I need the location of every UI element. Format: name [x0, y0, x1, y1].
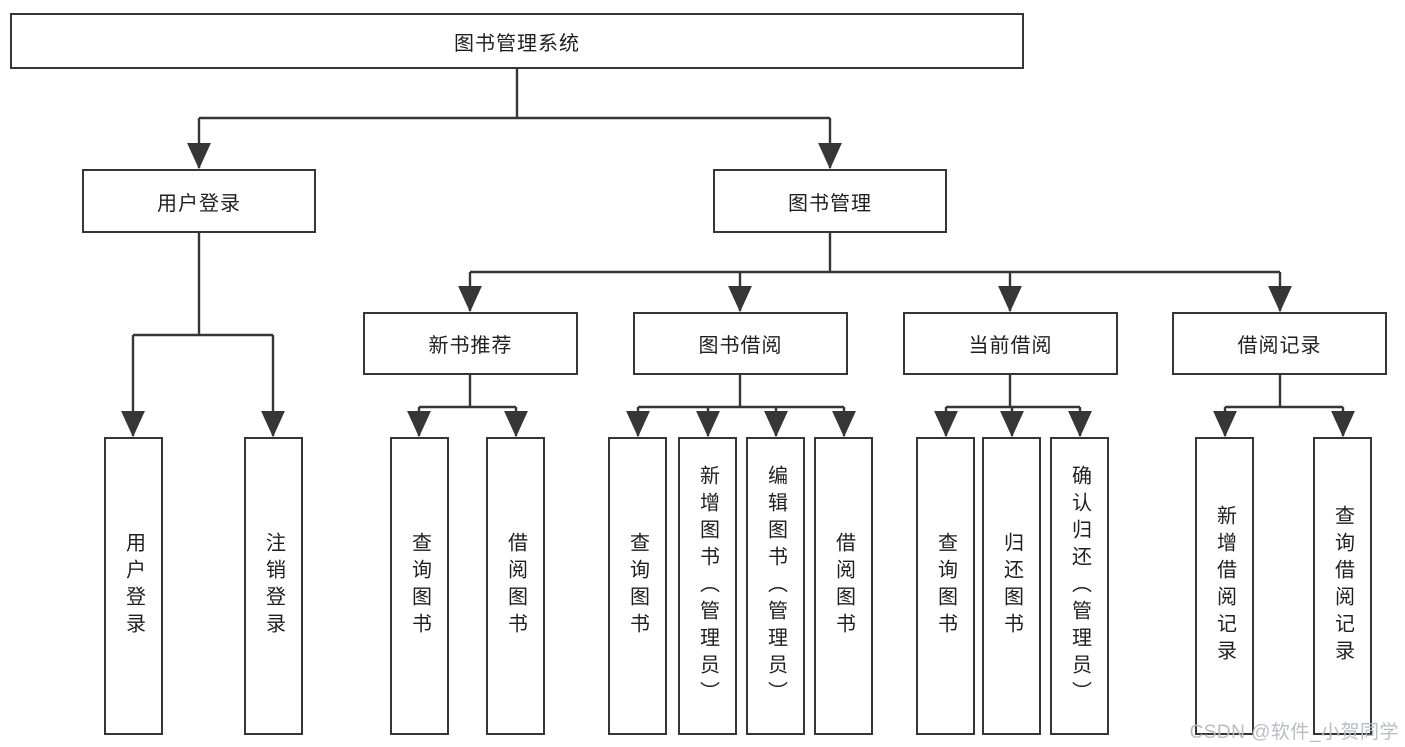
leaf-borrow-book-1: 借阅图书: [486, 437, 545, 735]
node-borrow-record: 借阅记录: [1172, 312, 1387, 375]
leaf-query-book-1: 查询图书: [390, 437, 449, 735]
leaf-add-borrow-record: 新增借阅记录: [1195, 437, 1254, 735]
leaf-query-book-2: 查询图书: [608, 437, 667, 735]
leaf-borrow-book-2: 借阅图书: [814, 437, 873, 735]
node-book-management-branch: 图书管理: [713, 169, 947, 233]
leaf-query-book-3: 查询图书: [916, 437, 975, 735]
leaf-return-book: 归还图书: [982, 437, 1041, 735]
node-user-login-branch: 用户登录: [82, 169, 316, 233]
node-new-book-recommend: 新书推荐: [363, 312, 578, 375]
leaf-edit-book-admin: 编辑图书（管理员）: [746, 437, 805, 735]
leaf-add-book-admin: 新增图书（管理员）: [678, 437, 737, 735]
node-root-system: 图书管理系统: [10, 13, 1024, 69]
node-current-borrow: 当前借阅: [903, 312, 1118, 375]
leaf-confirm-return-admin: 确认归还（管理员）: [1050, 437, 1109, 735]
leaf-logout: 注销登录: [244, 437, 303, 735]
watermark: CSDN @软件_小贺同学: [1189, 722, 1399, 743]
leaf-user-login: 用户登录: [104, 437, 163, 735]
leaf-query-borrow-record: 查询借阅记录: [1313, 437, 1372, 735]
node-book-borrow: 图书借阅: [633, 312, 848, 375]
